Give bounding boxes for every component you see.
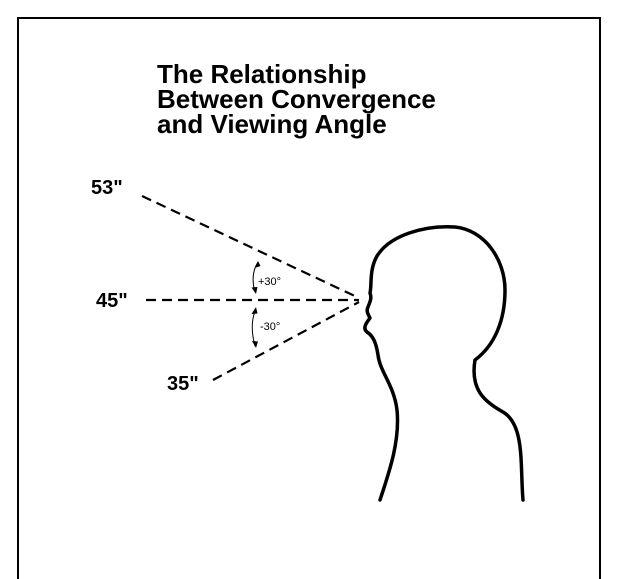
lower-angle-label: -30° <box>260 321 280 333</box>
title-line-3: and Viewing Angle <box>157 109 387 139</box>
lower-arc-arrow-top <box>251 307 258 314</box>
lower-sight-line <box>212 301 360 381</box>
lower-angle-arc <box>251 308 257 347</box>
upper-arc-arrow-top <box>254 261 261 268</box>
upper-sight-line <box>141 195 360 299</box>
upper-angle-label: +30° <box>258 276 281 288</box>
lower-arc-arrow-bottom <box>252 341 258 348</box>
title-line-2: Between Convergence <box>157 84 436 114</box>
diagram-title: The Relationship Between Convergence and… <box>157 59 436 139</box>
lower-distance-label: 35" <box>167 373 199 395</box>
upper-distance-label: 53" <box>91 177 123 199</box>
head-silhouette <box>363 225 525 502</box>
title-line-1: The Relationship <box>157 59 367 89</box>
middle-distance-label: 45" <box>96 290 128 312</box>
upper-arc-arrow-bottom <box>251 287 258 294</box>
